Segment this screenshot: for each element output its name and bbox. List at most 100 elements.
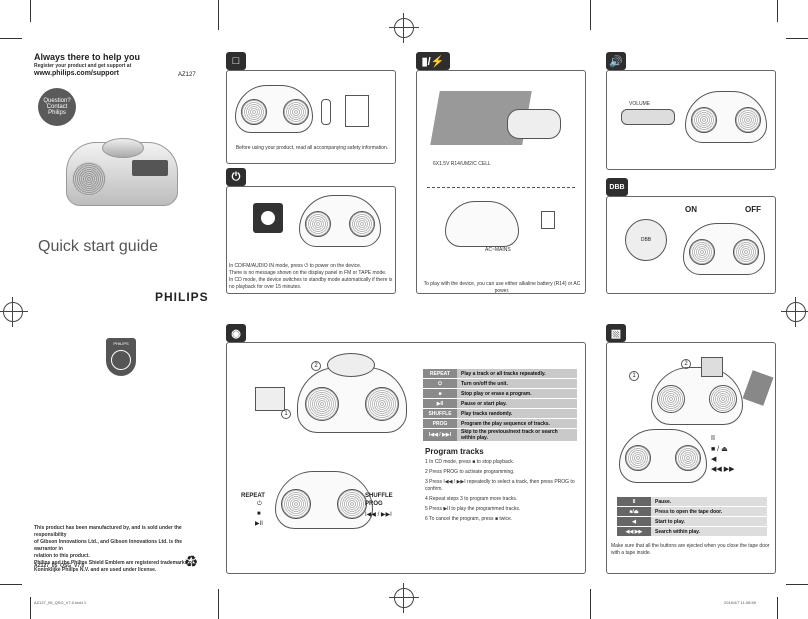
program-step: 5 Press ▶II to play the programmed track… (425, 506, 521, 512)
program-step: 3 Press I◀◀ / ▶▶I repeatedly to select a… (425, 479, 575, 492)
crop-mark (0, 584, 22, 585)
dbb-off-label: OFF (745, 205, 761, 214)
power-tab: ⏻ (226, 168, 246, 186)
bubble-line: Philips (48, 110, 66, 116)
prog-label: PROG (365, 501, 383, 507)
speaker-icon (337, 489, 367, 519)
program-title: Program tracks (425, 447, 484, 456)
battery-ac-tab: ▮/⚡ (416, 52, 450, 70)
volume-dial[interactable] (621, 109, 675, 125)
control-desc: Play tracks randomly. (457, 408, 577, 419)
speaker-icon (365, 387, 399, 421)
crop-mark (777, 0, 778, 22)
table-row: ◀Start to play. (617, 516, 767, 527)
register-line: Register your product and get support at (34, 63, 132, 69)
step-number: 1 (629, 371, 639, 381)
program-step: 6 To cancel the program, press ■ twice. (425, 516, 513, 522)
speaker-icon (733, 239, 759, 265)
crop-mark (30, 0, 31, 22)
divider (427, 187, 575, 188)
step-number: 2 (681, 359, 691, 369)
box-icon: □ (232, 55, 240, 67)
crop-mark (0, 38, 22, 39)
control-key: II (617, 497, 651, 507)
speaker-icon (735, 107, 761, 133)
legal-line: Koninklijke Philips N.V. and are used un… (34, 567, 157, 573)
speaker-icon (305, 387, 339, 421)
control-key: I◀◀ / ▶▶I (423, 428, 457, 442)
legal-line: This product has been manufactured by, a… (34, 525, 182, 538)
safety-caption: Before using your product, read all acco… (235, 145, 389, 151)
manual-icon (345, 95, 369, 127)
fold-mark (590, 589, 591, 619)
shield-text: PHILIPS (113, 341, 129, 346)
support-url[interactable]: www.philips.com/support (34, 70, 119, 77)
philips-shield-logo: PHILIPS (106, 338, 136, 376)
cd-panel: 2 1 REPEAT ⏻ ■ ▶II SHUFFLE PROG I◀◀ / ▶▶… (226, 342, 586, 574)
crop-mark (786, 584, 808, 585)
control-key: SHUFFLE (423, 408, 457, 419)
speaker-icon (305, 211, 331, 237)
control-key: ■ (423, 388, 457, 399)
display-closeup (255, 387, 285, 411)
dbb-tab: DBB (606, 178, 628, 196)
program-step: 2 Press PROG to activate programming. (425, 469, 515, 475)
dbb-button-closeup[interactable]: DBB (625, 219, 667, 261)
registration-mark (781, 297, 808, 327)
power-icon: ⏻ (257, 501, 262, 507)
table-row: ■/⏏Press to open the tape door. (617, 506, 767, 517)
speaker-icon (241, 99, 267, 125)
control-desc: Turn on/off the unit. (457, 378, 577, 389)
fold-mark (218, 0, 219, 30)
control-desc: Press to open the tape door. (651, 506, 767, 517)
control-desc: Pause or start play. (457, 398, 577, 409)
ac-label: AC~MAINS (485, 247, 511, 253)
box-contents-tab: □ (226, 52, 246, 70)
cell-label: 6X1.5V R14/UM2/C CELL (433, 161, 491, 167)
power-icon: ⏻ (231, 170, 241, 183)
control-desc: Program the play sequence of tracks. (457, 418, 577, 429)
tape-button-closeup (701, 357, 723, 377)
power-source-caption: To play with the device, you can use eit… (423, 281, 581, 294)
help-title: Always there to help you (34, 52, 141, 62)
registration-mark (0, 297, 28, 327)
play-pause-icon: ▶II (255, 521, 263, 527)
speaker-icon (349, 211, 375, 237)
volume-label: VOLUME (629, 101, 651, 107)
legal-text: This product has been manufactured by, a… (34, 525, 204, 574)
power-note: There is no message shown on the display… (229, 270, 387, 276)
bubble-line: Contact (46, 104, 68, 110)
device-illustration (445, 201, 519, 247)
play-icon: ◀ (711, 456, 717, 463)
battery-plug-icon: ▮/⚡ (421, 55, 445, 68)
tape-tab: ▧ (606, 324, 626, 342)
power-cord-icon (321, 99, 331, 125)
control-desc: Start to play. (651, 516, 767, 527)
tape-door-note: Make sure that all the buttons are eject… (611, 543, 770, 556)
skip-icon: I◀◀ / ▶▶I (365, 512, 392, 518)
control-desc: Skip to the previous/next track or searc… (457, 428, 577, 442)
program-steps: 1 In CD mode, press ■ to stop playback. … (425, 459, 581, 523)
control-key: PROG (423, 418, 457, 429)
contact-bubble[interactable]: Question? Contact Philips (38, 88, 76, 126)
repeat-label: REPEAT (241, 493, 265, 499)
wall-outlet-icon (541, 211, 555, 229)
document-code: AZ127_05_QSG_V7.0 (34, 563, 85, 569)
speaker-icon (657, 385, 685, 413)
print-slug-left: AZ127_05_QSG_V7.0.indd 1 (34, 600, 87, 605)
control-desc: Search within play. (651, 526, 767, 537)
speaker-icon (689, 239, 715, 265)
print-slug-right: 2015/4/7 11:06:59 (724, 600, 756, 605)
product-photo (62, 136, 178, 216)
search-icon: ◀◀ ▶▶ (711, 466, 735, 473)
stop-eject-icon: ■ / ⏏ (711, 446, 728, 453)
speaker-volume-icon: 🔊 (609, 55, 623, 68)
speaker-icon (709, 385, 737, 413)
registration-mark (389, 583, 419, 613)
step-number: 1 (281, 409, 291, 419)
